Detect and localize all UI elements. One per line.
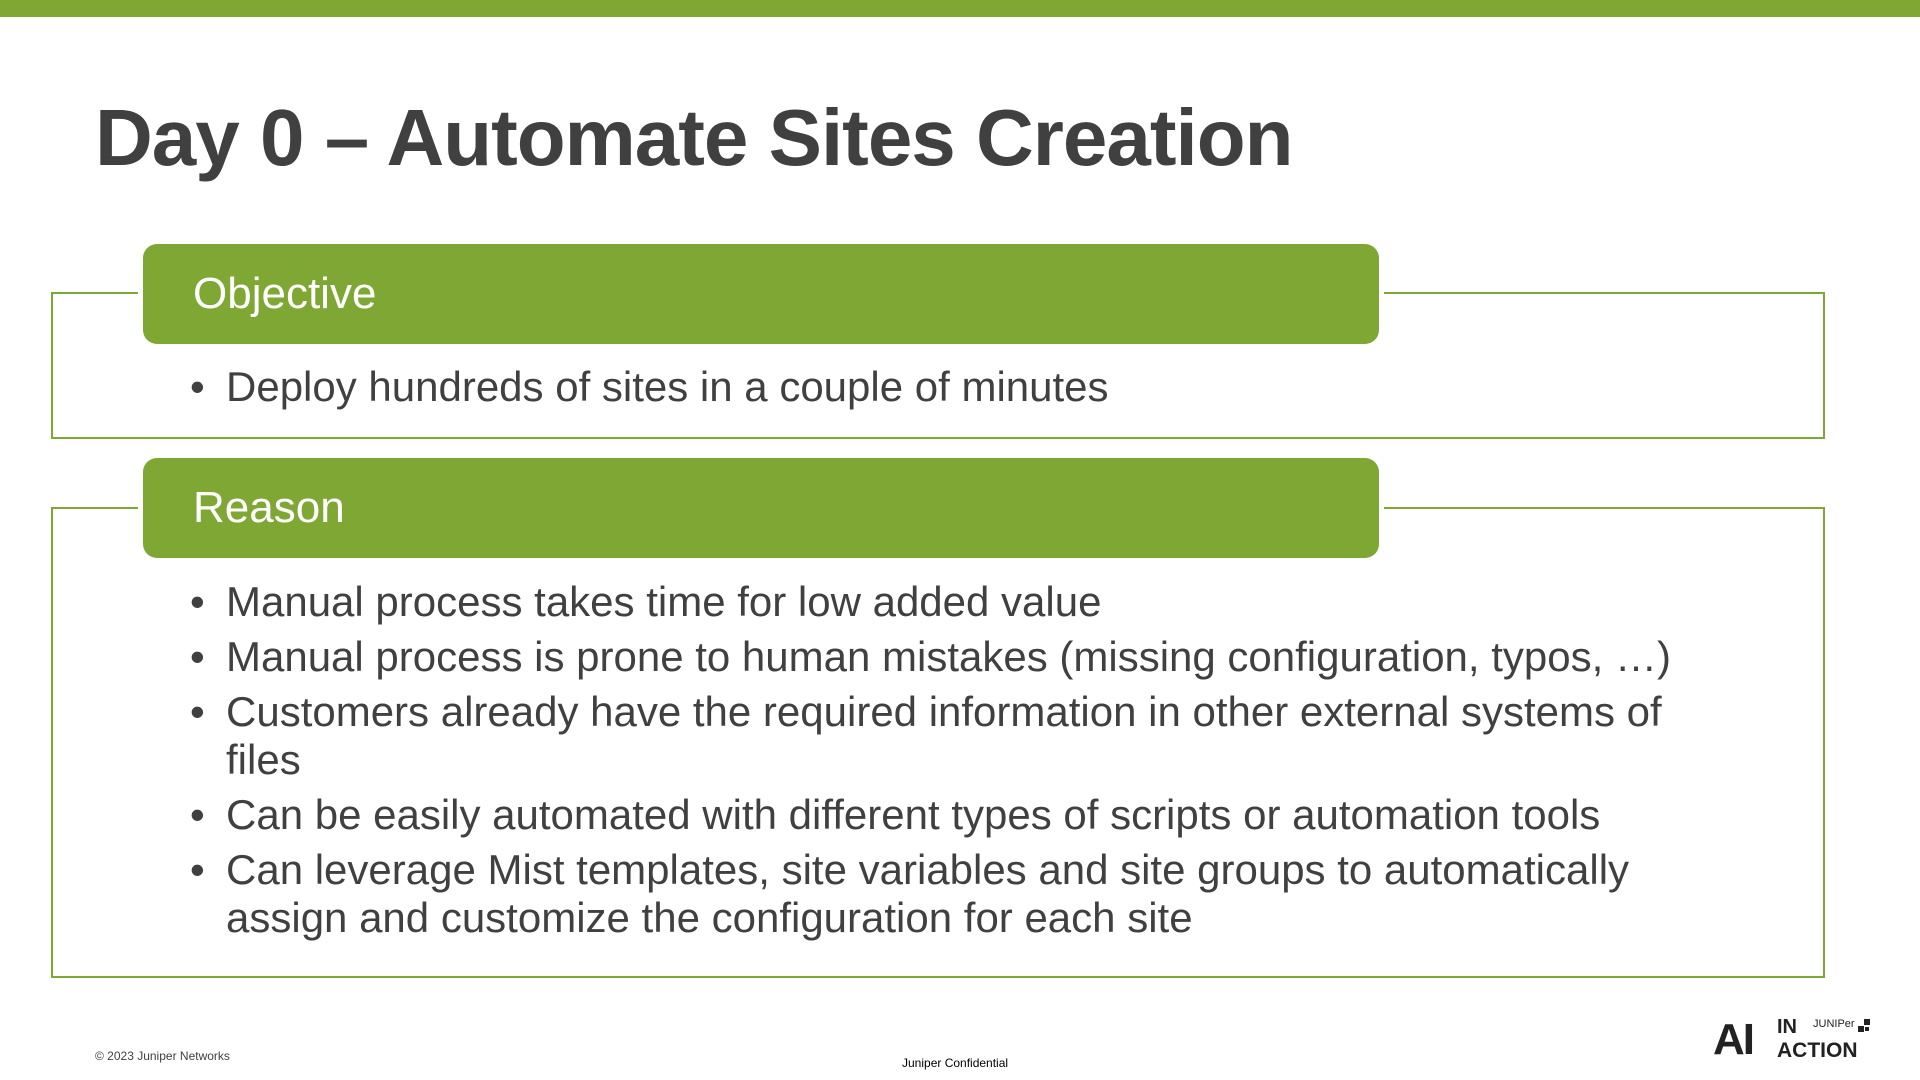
logo-action-text: ACTION (1777, 1039, 1858, 1062)
ai-in-action-logo: AI IN ACTION JUNIPer (1713, 1016, 1873, 1064)
bullet-icon: • (190, 363, 205, 410)
top-accent-bar (0, 0, 1920, 17)
logo-in-text: IN (1777, 1016, 1797, 1038)
reason-box (51, 507, 1825, 978)
bullet-text: Manual process is prone to human mistake… (226, 633, 1671, 680)
list-item: • Can be easily automated with different… (190, 791, 1710, 839)
reason-bullet-list: • Manual process takes time for low adde… (190, 578, 1710, 949)
objective-heading: Objective (143, 244, 1379, 344)
list-item: • Customers already have the required in… (190, 688, 1710, 784)
bullet-text: Can leverage Mist templates, site variab… (226, 846, 1630, 941)
bullet-text: Customers already have the required info… (226, 688, 1662, 783)
bullet-text: Can be easily automated with different t… (226, 791, 1601, 838)
logo-ai-text: AI (1713, 1015, 1755, 1064)
list-item: • Deploy hundreds of sites in a couple o… (190, 363, 1109, 411)
logo-brand-text: JUNIPer (1813, 1018, 1855, 1030)
bullet-icon: • (190, 633, 205, 680)
confidential-label: Juniper Confidential (902, 1056, 1009, 1070)
list-item: • Manual process is prone to human mista… (190, 633, 1710, 681)
list-item: • Can leverage Mist templates, site vari… (190, 846, 1710, 942)
bullet-icon: • (190, 791, 205, 838)
slide-title: Day 0 – Automate Sites Creation (95, 93, 1294, 182)
list-item: • Manual process takes time for low adde… (190, 578, 1710, 626)
reason-heading: Reason (143, 458, 1379, 558)
bullet-icon: • (190, 578, 205, 625)
bullet-icon: • (190, 846, 205, 893)
bullet-text: Deploy hundreds of sites in a couple of … (226, 363, 1109, 410)
juniper-logo-mark-icon (1858, 1019, 1870, 1032)
copyright-text: © 2023 Juniper Networks (95, 1049, 230, 1063)
objective-bullet-list: • Deploy hundreds of sites in a couple o… (190, 363, 1109, 418)
bullet-icon: • (190, 688, 205, 735)
bullet-text: Manual process takes time for low added … (226, 578, 1102, 625)
